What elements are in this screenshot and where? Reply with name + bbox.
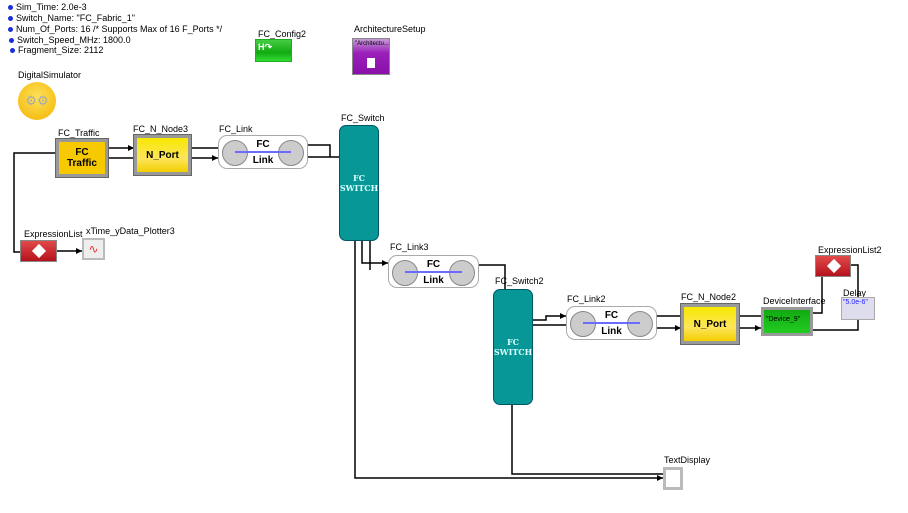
digital-simulator-label: DigitalSimulator xyxy=(18,70,82,80)
fc-config2-block[interactable]: H↷ xyxy=(255,39,292,62)
wire xyxy=(813,320,859,331)
architecture-setup-label: ArchitectureSetup xyxy=(354,24,426,34)
parameter-text: Switch_Speed_MHz: 1800.0 xyxy=(17,35,131,45)
architecture-setup-text: "Architectu... xyxy=(355,41,389,47)
architecture-setup-block[interactable]: "Architectu... xyxy=(352,38,390,75)
parameter-fragment-size[interactable]: Fragment_Size: 2112 xyxy=(10,45,103,55)
device-interface-label: DeviceInterface xyxy=(763,296,826,306)
fc-n-node2-block[interactable]: N_Port xyxy=(681,304,739,344)
wire xyxy=(739,315,761,329)
wire xyxy=(851,264,859,297)
text-display-block[interactable] xyxy=(663,467,683,490)
wire xyxy=(13,152,56,253)
expression-list-label: ExpressionList xyxy=(24,229,83,239)
fc-link2-block[interactable]: FC Link xyxy=(566,306,657,340)
arrowheads xyxy=(76,145,761,481)
fc-link3-label: FC_Link3 xyxy=(390,242,429,252)
wire xyxy=(479,264,506,289)
link-text: FC xyxy=(256,139,270,150)
fc-link3-block[interactable]: FC Link xyxy=(388,255,479,288)
expression-list2-block[interactable] xyxy=(815,255,851,277)
fc-traffic-block[interactable]: FC Traffic xyxy=(56,139,108,177)
diamond-icon xyxy=(826,258,842,274)
fc-switch-label: FC_Switch xyxy=(341,113,385,123)
fc-link2-label: FC_Link2 xyxy=(567,294,606,304)
link-port-icon xyxy=(278,140,304,166)
device-interface-block[interactable]: "Device_9" xyxy=(761,307,813,336)
link-port-icon xyxy=(570,311,596,337)
link-port-icon xyxy=(222,140,248,166)
fc-n-node2-label: FC_N_Node2 xyxy=(681,292,737,302)
expression-list2-label: ExpressionList2 xyxy=(818,245,882,255)
h-arrow-icon: H↷ xyxy=(258,42,273,52)
delay-block[interactable]: "5.0e-6" xyxy=(841,297,875,320)
fc-n-node3-block[interactable]: N_Port xyxy=(134,135,191,175)
parameter-text: Num_Of_Ports: 16 /* Supports Max of 16 F… xyxy=(16,24,223,34)
digital-simulator-gear-icon[interactable]: ⚙⚙ xyxy=(18,82,56,120)
plotter-wave-icon[interactable]: ∿ xyxy=(82,238,105,260)
fc-link-label: FC_Link xyxy=(219,124,253,134)
wire xyxy=(308,144,339,158)
link-port-icon xyxy=(449,260,475,286)
fc-config2-label: FC_Config2 xyxy=(258,29,307,39)
fc-switch-block[interactable]: FC SWITCH xyxy=(339,125,379,241)
link-text: FC xyxy=(426,259,441,270)
link-text: Link xyxy=(601,326,622,337)
wire xyxy=(511,405,663,475)
fc-link-block[interactable]: FC Link xyxy=(218,135,308,169)
fc-traffic-label: FC_Traffic xyxy=(58,128,100,138)
parameter-sim-time[interactable]: Sim_Time: 2.0e-3 xyxy=(8,2,87,12)
expression-list-block[interactable] xyxy=(20,240,57,262)
plotter-label: xTime_yData_Plotter3 xyxy=(86,226,175,236)
link-text: Link xyxy=(423,275,444,286)
bidirectional-arrow-icon xyxy=(583,322,640,324)
link-text: FC xyxy=(604,310,619,321)
parameter-num-ports[interactable]: Num_Of_Ports: 16 /* Supports Max of 16 F… xyxy=(8,24,222,34)
wire xyxy=(361,240,388,264)
parameter-switch-speed[interactable]: Switch_Speed_MHz: 1800.0 xyxy=(9,35,131,45)
parameter-text: Switch_Name: "FC_Fabric_1" xyxy=(16,13,135,23)
text-display-label: TextDisplay xyxy=(664,455,711,465)
fc-switch2-label: FC_Switch2 xyxy=(495,276,544,286)
wire xyxy=(533,315,566,326)
fc-n-node3-label: FC_N_Node3 xyxy=(133,124,189,134)
link-port-icon xyxy=(392,260,418,286)
link-text: Link xyxy=(252,155,274,166)
fc-switch2-block[interactable]: FC SWITCH xyxy=(493,289,533,405)
document-icon xyxy=(367,58,375,68)
bidirectional-arrow-icon xyxy=(405,271,462,273)
diamond-icon xyxy=(31,243,47,259)
parameter-text: Sim_Time: 2.0e-3 xyxy=(16,2,87,12)
bidirectional-arrow-icon xyxy=(235,151,291,153)
wire xyxy=(354,240,663,479)
parameter-switch-name[interactable]: Switch_Name: "FC_Fabric_1" xyxy=(8,13,135,23)
delay-label: Delay xyxy=(843,288,867,298)
parameter-text: Fragment_Size: 2112 xyxy=(18,45,104,55)
link-port-icon xyxy=(627,311,653,337)
